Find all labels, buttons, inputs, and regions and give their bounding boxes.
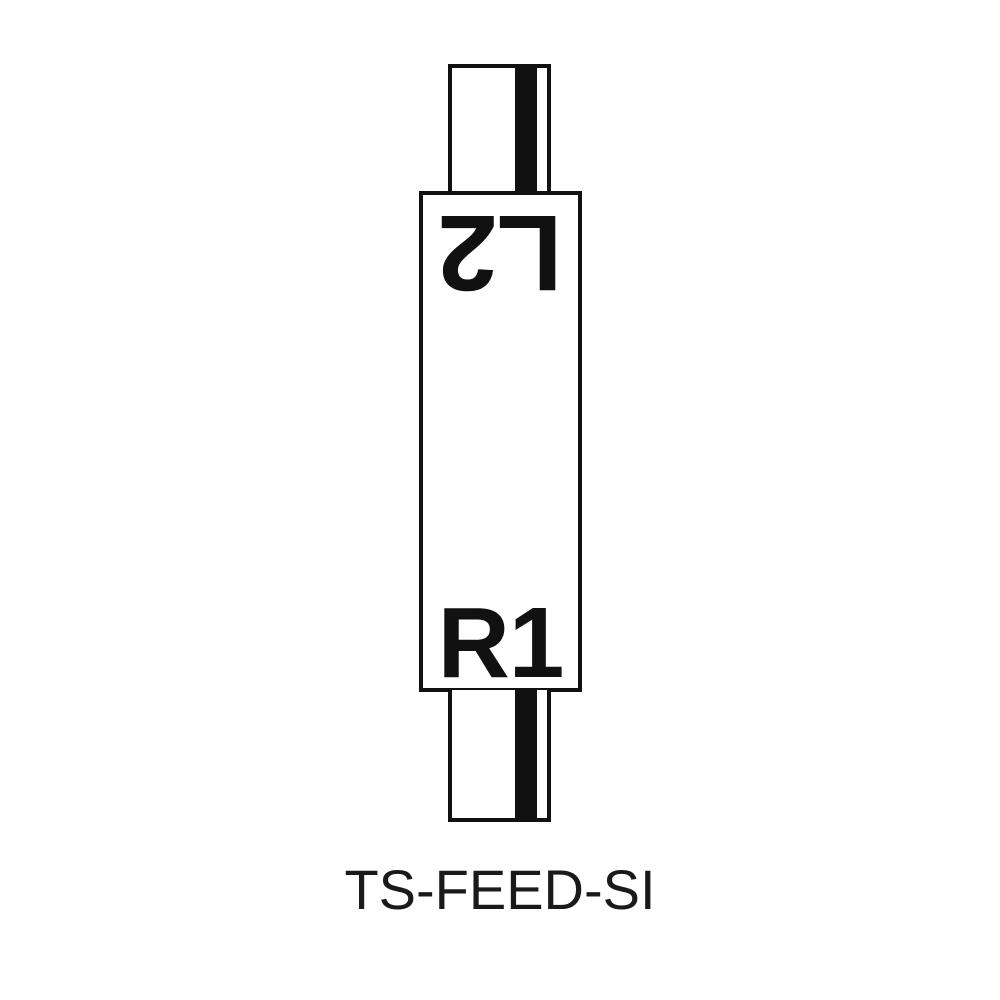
body-label-top: L2: [438, 193, 563, 314]
part-body: L2 R1: [419, 191, 582, 699]
top-stem-stripe: [515, 64, 537, 199]
bottom-stem-stripe: [515, 690, 537, 818]
part-caption: TS-FEED-SI: [344, 858, 656, 921]
bottom-stem: [448, 690, 551, 822]
top-stem: [448, 64, 551, 199]
body-label-bottom: R1: [437, 587, 565, 699]
